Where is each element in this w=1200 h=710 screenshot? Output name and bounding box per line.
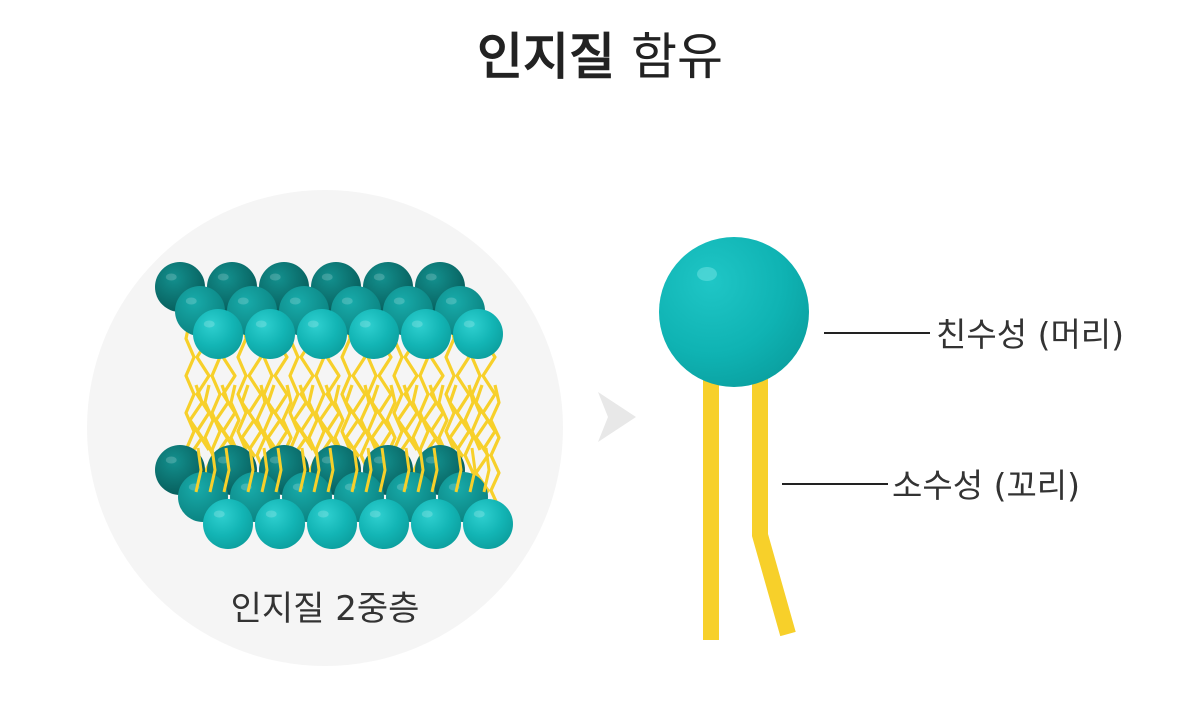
bilayer-head-upper-mid-highlight bbox=[393, 297, 405, 305]
title-bold: 인지질 bbox=[477, 28, 616, 86]
bilayer-tail-overlap bbox=[326, 447, 335, 493]
bilayer-tail-overlap bbox=[208, 447, 217, 493]
bilayer-head-upper-mid-highlight bbox=[237, 297, 249, 305]
bilayer-tail-upper bbox=[184, 319, 196, 451]
bilayer-head-lower-front-highlight bbox=[473, 510, 485, 518]
bilayer-head-upper-front-highlight bbox=[463, 320, 475, 328]
bilayer-head-upper-mid-highlight bbox=[341, 297, 353, 305]
bilayer-tail-overlap bbox=[312, 447, 321, 493]
bilayer-head-lower-front-highlight bbox=[421, 510, 433, 518]
phospholipid-molecule bbox=[659, 237, 809, 640]
bilayer-tail-overlap bbox=[378, 447, 387, 493]
page-title: 인지질 함유 bbox=[0, 22, 1200, 92]
bilayer-tail-overlap bbox=[274, 447, 283, 493]
bilayer-tail-overlap bbox=[194, 447, 203, 493]
bilayer-head-upper-back-highlight bbox=[373, 273, 385, 281]
bilayer-tail-upper bbox=[444, 319, 456, 451]
bilayer-head-upper-mid-highlight bbox=[185, 297, 197, 305]
bilayer-head-upper-mid-highlight bbox=[445, 297, 457, 305]
bilayer-heads bbox=[155, 262, 513, 549]
bilayer-head-upper-back-highlight bbox=[425, 273, 437, 281]
bilayer-head-upper-front-highlight bbox=[307, 320, 319, 328]
bilayer-head-lower-front-highlight bbox=[265, 510, 277, 518]
bilayer-tail-upper bbox=[236, 319, 248, 451]
bilayer-tail-overlap bbox=[246, 447, 255, 493]
bilayer-head-upper-front bbox=[349, 309, 399, 359]
bilayer-head-upper-front bbox=[193, 309, 243, 359]
bilayer-head-lower-front bbox=[411, 499, 461, 549]
bilayer-head-lower-front-highlight bbox=[317, 510, 329, 518]
bilayer-head-upper-front-highlight bbox=[359, 320, 371, 328]
bilayer-head-lower-front bbox=[307, 499, 357, 549]
bilayer-head-upper-mid-highlight bbox=[289, 297, 301, 305]
bilayer-tail-overlap bbox=[454, 447, 463, 493]
bilayer-head-upper-front-highlight bbox=[255, 320, 267, 328]
bilayer-head-lower-front bbox=[463, 499, 513, 549]
bilayer-tail-overlap bbox=[482, 447, 491, 493]
bilayer-tail-overlap bbox=[430, 447, 439, 493]
bilayer-caption: 인지질 2중층 bbox=[231, 589, 420, 629]
bilayer-tail-overlap bbox=[350, 447, 359, 493]
bilayer-tail-overlap bbox=[468, 447, 477, 493]
bilayer-tail-upper bbox=[340, 319, 352, 451]
head-label: 친수성 (머리) bbox=[936, 315, 1124, 354]
molecule-head bbox=[659, 237, 809, 387]
bilayer-tail-overlap bbox=[364, 447, 373, 493]
bilayer-head-lower-back-highlight bbox=[165, 456, 177, 464]
bilayer-head-upper-front bbox=[453, 309, 503, 359]
molecule-tail-right bbox=[752, 365, 796, 637]
tail-label: 소수성 (꼬리) bbox=[892, 466, 1080, 505]
bilayer-head-upper-front-highlight bbox=[203, 320, 215, 328]
bilayer-tail-overlap bbox=[402, 447, 411, 493]
bilayer-head-upper-front bbox=[245, 309, 295, 359]
phospholipid-bilayer bbox=[155, 262, 513, 549]
title-light: 함유 bbox=[630, 28, 723, 86]
bilayer-head-upper-back-highlight bbox=[269, 273, 281, 281]
bilayer-head-lower-front bbox=[255, 499, 305, 549]
bilayer-head-upper-back-highlight bbox=[321, 273, 333, 281]
bilayer-tail-overlap bbox=[416, 447, 425, 493]
bilayer-head-upper-front bbox=[297, 309, 347, 359]
bilayer-tail-overlap bbox=[222, 447, 231, 493]
bilayer-head-upper-front bbox=[401, 309, 451, 359]
bilayer-head-upper-front-highlight bbox=[411, 320, 423, 328]
bilayer-head-lower-front-highlight bbox=[369, 510, 381, 518]
bilayer-tail-lower bbox=[489, 384, 501, 509]
molecule-head-highlight bbox=[697, 267, 717, 281]
zoom-arrow-icon bbox=[598, 392, 636, 442]
bilayer-head-upper-back-highlight bbox=[165, 273, 177, 281]
bilayer-head-lower-front bbox=[203, 499, 253, 549]
bilayer-tail-overlap bbox=[260, 447, 269, 493]
bilayer-head-lower-front-highlight bbox=[213, 510, 225, 518]
bilayer-tail-overlap bbox=[298, 447, 307, 493]
bilayer-head-upper-back-highlight bbox=[217, 273, 229, 281]
bilayer-head-lower-front bbox=[359, 499, 409, 549]
